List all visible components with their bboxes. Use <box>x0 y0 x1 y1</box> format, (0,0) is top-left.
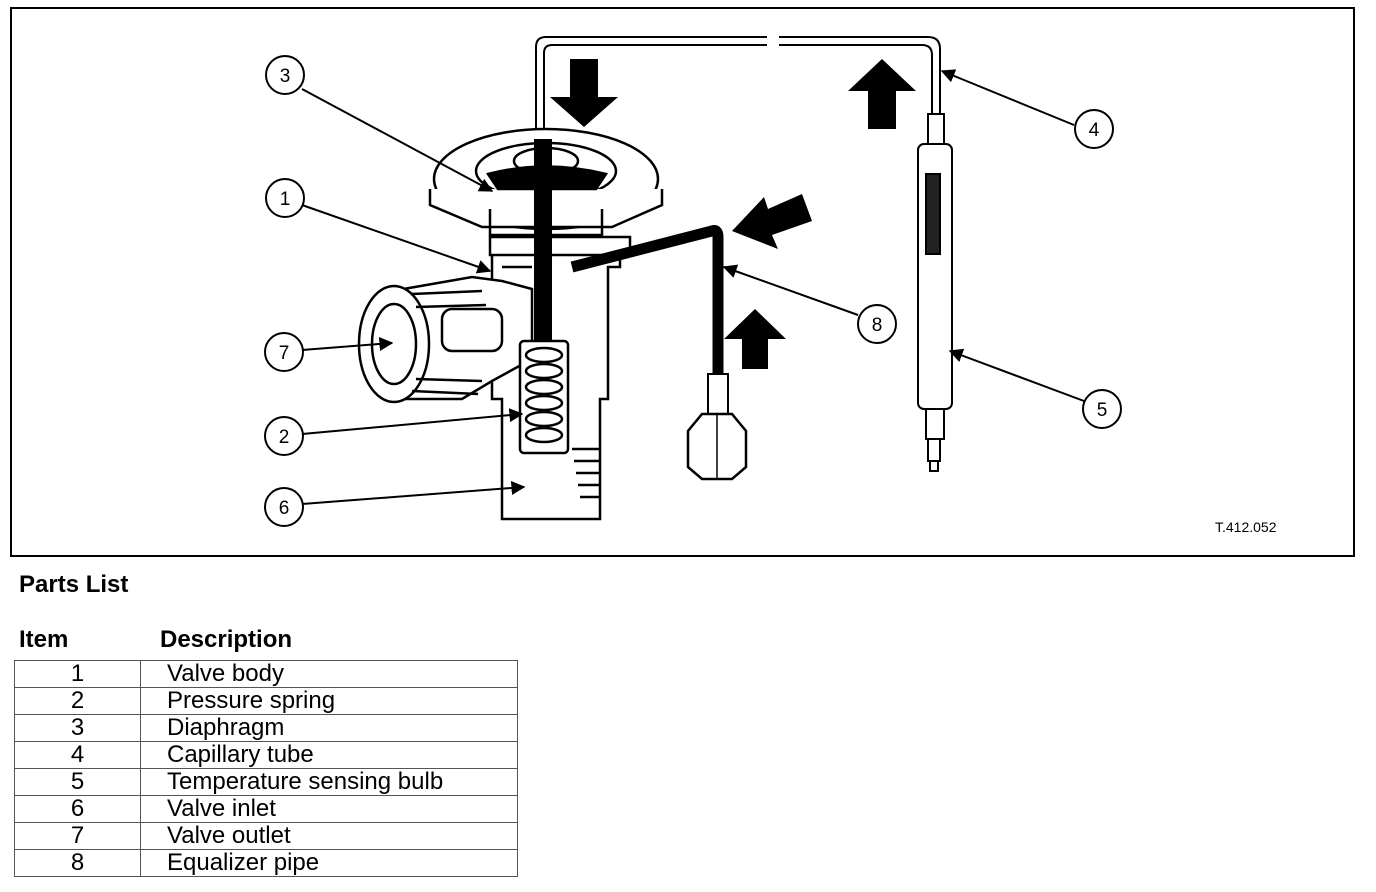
flow-arrows <box>550 59 916 369</box>
parts-list-title: Parts List <box>19 571 129 598</box>
flow-arrow-down <box>550 59 618 127</box>
callout-8: 8 <box>857 304 897 344</box>
table-row: 8 Equalizer pipe <box>14 849 518 877</box>
item-number: 3 <box>14 714 141 742</box>
callout-3: 3 <box>265 55 305 95</box>
callout-5: 5 <box>1082 389 1122 429</box>
temperature-sensing-bulb <box>917 113 953 472</box>
svg-text:6: 6 <box>279 498 290 519</box>
item-description: Diaphragm <box>140 714 518 742</box>
figure-reference-code: T.412.052 <box>1215 519 1277 535</box>
equalizer-pipe <box>570 225 748 481</box>
table-row: 3 Diaphragm <box>14 714 518 742</box>
leader-lines <box>301 69 1085 505</box>
table-row: 4 Capillary tube <box>14 741 518 769</box>
item-number: 8 <box>14 849 141 877</box>
flow-arrow-left <box>732 194 812 249</box>
flow-arrow-up-pipe <box>724 309 786 369</box>
item-description: Valve body <box>140 660 518 688</box>
parts-table: 1 Valve body 2 Pressure spring 3 Diaphra… <box>14 660 518 877</box>
item-description: Pressure spring <box>140 687 518 715</box>
table-row: 2 Pressure spring <box>14 687 518 715</box>
push-rod <box>534 139 552 359</box>
item-description: Capillary tube <box>140 741 518 769</box>
item-number: 7 <box>14 822 141 850</box>
table-row: 5 Temperature sensing bulb <box>14 768 518 796</box>
item-description: Valve inlet <box>140 795 518 823</box>
svg-text:2: 2 <box>279 427 290 448</box>
svg-text:4: 4 <box>1089 120 1100 141</box>
column-header-description: Description <box>160 626 293 653</box>
callout-7: 7 <box>264 332 304 372</box>
svg-text:1: 1 <box>280 189 291 210</box>
callout-2: 2 <box>264 416 304 456</box>
table-row: 7 Valve outlet <box>14 822 518 850</box>
table-row: 6 Valve inlet <box>14 795 518 823</box>
item-number: 4 <box>14 741 141 769</box>
item-number: 5 <box>14 768 141 796</box>
item-description: Valve outlet <box>140 822 518 850</box>
item-number: 1 <box>14 660 141 688</box>
valve-diagram: 3 1 7 2 6 4 8 5 T.412.052 <box>264 36 1277 535</box>
svg-text:3: 3 <box>280 66 291 87</box>
pressure-spring <box>518 339 570 455</box>
valve-outlet <box>357 275 534 404</box>
item-description: Temperature sensing bulb <box>140 768 518 796</box>
table-row: 1 Valve body <box>14 660 518 688</box>
column-header-item: Item <box>19 626 69 653</box>
svg-text:8: 8 <box>872 315 883 336</box>
flow-arrow-up <box>848 59 916 129</box>
callout-1: 1 <box>265 178 305 218</box>
valve-diagram-figure: 3 1 7 2 6 4 8 5 T.412.052 <box>10 7 1355 557</box>
callout-4: 4 <box>1074 109 1114 149</box>
item-number: 2 <box>14 687 141 715</box>
capillary-tube <box>535 36 941 139</box>
svg-text:7: 7 <box>279 343 290 364</box>
item-description: Equalizer pipe <box>140 849 518 877</box>
svg-text:5: 5 <box>1097 400 1108 421</box>
callout-6: 6 <box>264 487 304 527</box>
item-number: 6 <box>14 795 141 823</box>
